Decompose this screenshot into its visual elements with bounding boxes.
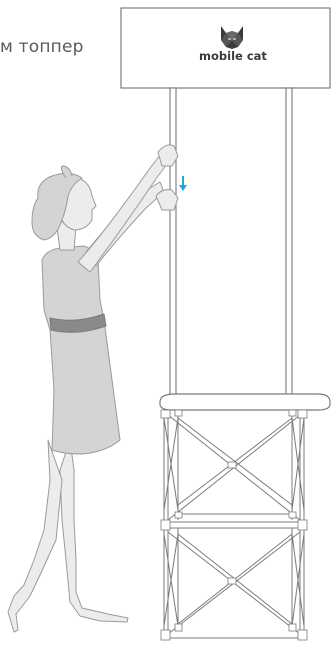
arrow-down-icon	[179, 176, 187, 191]
right-pole	[286, 88, 292, 398]
topper-brand-text: mobile cat	[195, 49, 271, 63]
counter-frame-upper	[164, 410, 304, 528]
counter-top	[160, 394, 330, 410]
topper-sign	[121, 8, 330, 88]
left-pole	[170, 88, 176, 398]
woman-figure	[8, 145, 178, 632]
frame-joints	[161, 410, 307, 640]
